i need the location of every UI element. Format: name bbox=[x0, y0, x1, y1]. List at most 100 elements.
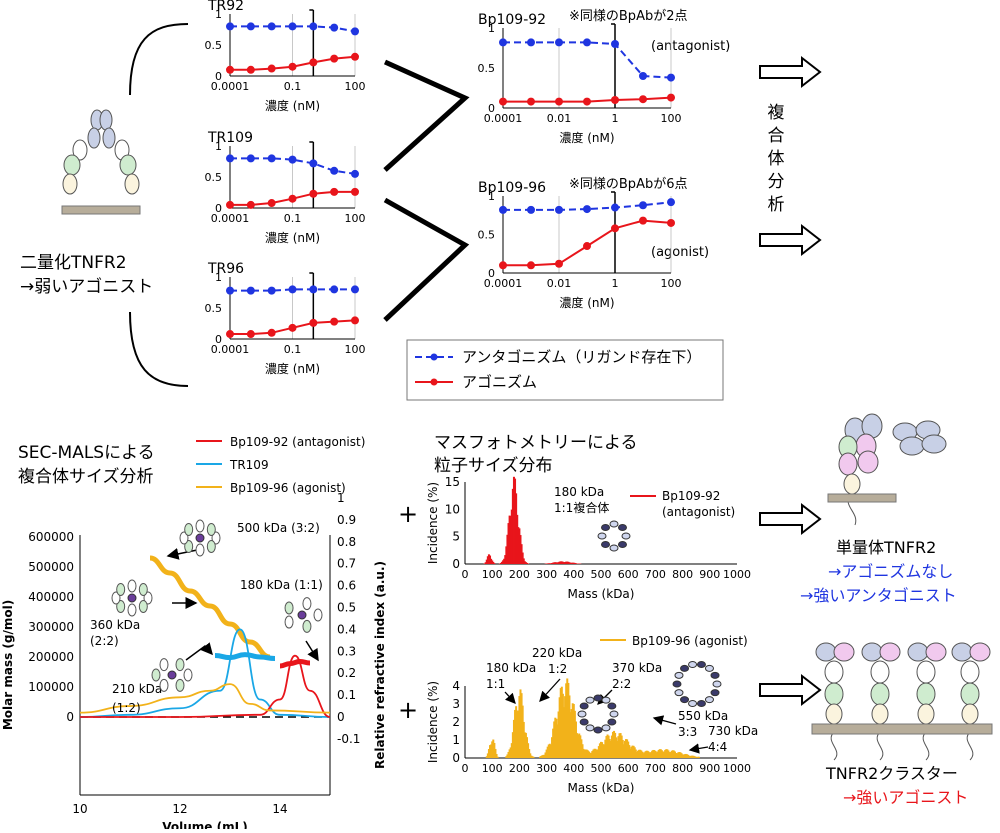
mp-top-x-tick: 1000 bbox=[723, 568, 751, 581]
malls-y-tick-right: 0.1 bbox=[337, 688, 356, 702]
mp-title-2: 粒子サイズ分布 bbox=[434, 456, 553, 476]
mp-top-x-tick: 200 bbox=[509, 568, 530, 581]
cluster-domain bbox=[871, 683, 889, 705]
complex-core bbox=[168, 671, 176, 679]
mp-bottom-ann: 4:4 bbox=[708, 740, 727, 754]
data-point bbox=[247, 66, 255, 74]
data-point bbox=[351, 285, 359, 293]
ring-domain bbox=[578, 711, 586, 717]
data-point bbox=[289, 285, 297, 293]
ring-domain bbox=[713, 681, 721, 687]
malls-y-tick-left: 600000 bbox=[28, 530, 74, 544]
malls-y-tick-left: 100000 bbox=[28, 680, 74, 694]
cluster-domain bbox=[908, 643, 928, 661]
ring-domain bbox=[618, 525, 626, 531]
complex-core bbox=[196, 534, 204, 542]
ring-domain bbox=[580, 719, 588, 725]
right-text-3: →強いアンタゴニスト bbox=[800, 586, 957, 605]
mp-bottom-ann: 3:3 bbox=[678, 725, 697, 739]
data-point bbox=[330, 285, 338, 293]
data-point bbox=[351, 27, 359, 35]
panel-title: TR96 bbox=[207, 261, 244, 277]
mp-bottom-x-tick: 400 bbox=[563, 762, 584, 775]
x-axis-label: 濃度 (nM) bbox=[265, 361, 320, 376]
malls-y-tick-left: 400000 bbox=[28, 590, 74, 604]
malls-x-tick: 12 bbox=[172, 802, 187, 816]
data-point bbox=[309, 285, 317, 293]
ring-domain bbox=[675, 690, 683, 696]
mp-top-y-tick: 10 bbox=[445, 502, 460, 516]
complex-domain bbox=[285, 616, 293, 628]
data-point bbox=[583, 98, 591, 106]
data-point bbox=[499, 98, 507, 106]
cluster-tail bbox=[877, 732, 883, 760]
data-point bbox=[351, 170, 359, 178]
mp-bottom-legend: Bp109-96 (agonist) bbox=[632, 634, 748, 648]
y-tick-label: 0 bbox=[215, 70, 222, 83]
data-point bbox=[268, 199, 276, 207]
data-point bbox=[527, 261, 535, 269]
mp-top-legend-1: Bp109-92 bbox=[662, 489, 720, 503]
y-tick-label: 0 bbox=[215, 333, 222, 346]
mp-top-y-tick: 5 bbox=[452, 530, 460, 544]
data-point bbox=[268, 287, 276, 295]
mp-bottom-bar bbox=[698, 757, 700, 758]
mp-bottom-x-tick: 0 bbox=[462, 762, 469, 775]
malls-ann: 210 kDa bbox=[112, 682, 162, 696]
data-point bbox=[309, 319, 317, 327]
vertical-char: 析 bbox=[768, 195, 785, 215]
data-point bbox=[289, 22, 297, 30]
series-line bbox=[503, 42, 671, 77]
complex-domain bbox=[128, 580, 136, 592]
ring-domain bbox=[610, 521, 618, 527]
mp-top-x-tick: 700 bbox=[645, 568, 666, 581]
data-point bbox=[667, 198, 675, 206]
complex-domain bbox=[160, 659, 168, 671]
data-point bbox=[611, 40, 619, 48]
complex-domain bbox=[176, 659, 184, 671]
malls-y-tick-right: 0.7 bbox=[337, 557, 356, 571]
mp-bottom-ann: 730 kDa bbox=[708, 724, 758, 738]
data-point bbox=[555, 38, 563, 46]
cluster-icon bbox=[812, 643, 992, 760]
malls-y-label-right: Relative refractive index (a.u.) bbox=[373, 561, 387, 769]
mp-arrow bbox=[540, 679, 560, 701]
y-tick-label: 0 bbox=[488, 102, 495, 115]
right-text-4: TNFR2クラスター bbox=[825, 764, 958, 783]
data-point bbox=[247, 22, 255, 30]
malls-y-tick-right: 0 bbox=[337, 710, 345, 724]
data-point bbox=[247, 330, 255, 338]
mp-bottom-ann: 1:1 bbox=[486, 677, 505, 691]
vertical-char: 分 bbox=[768, 172, 785, 192]
data-point bbox=[226, 154, 234, 162]
data-point bbox=[555, 98, 563, 106]
complex-domain bbox=[285, 602, 293, 614]
mp-title-1: マスフォトメトリーによる bbox=[434, 433, 638, 453]
complex-domain bbox=[207, 524, 215, 536]
x-tick-label: 1 bbox=[612, 277, 619, 290]
mp-bottom-x-tick: 900 bbox=[699, 762, 720, 775]
right-text-1: 単量体TNFR2 bbox=[836, 538, 936, 557]
malls-ann: 360 kDa bbox=[90, 618, 140, 632]
x-tick-label: 100 bbox=[345, 343, 366, 356]
data-point bbox=[351, 188, 359, 196]
data-point bbox=[309, 190, 317, 198]
cluster-domain bbox=[862, 643, 882, 661]
data-point bbox=[289, 156, 297, 164]
cluster-domain bbox=[962, 704, 978, 724]
malls-y-tick-right: 0.9 bbox=[337, 513, 356, 527]
malls-title-1: SEC-MALSによる bbox=[18, 443, 155, 463]
ring-domain bbox=[608, 719, 616, 725]
mp-bottom-ann: 180 kDa bbox=[486, 661, 536, 675]
cluster-tail bbox=[923, 732, 929, 760]
malls-series-mass bbox=[150, 558, 270, 657]
ring-domain bbox=[697, 662, 705, 668]
data-point bbox=[268, 154, 276, 162]
left-bracket-bottom bbox=[130, 312, 188, 386]
ring-domain bbox=[598, 533, 606, 539]
data-point bbox=[583, 38, 591, 46]
data-point bbox=[226, 22, 234, 30]
